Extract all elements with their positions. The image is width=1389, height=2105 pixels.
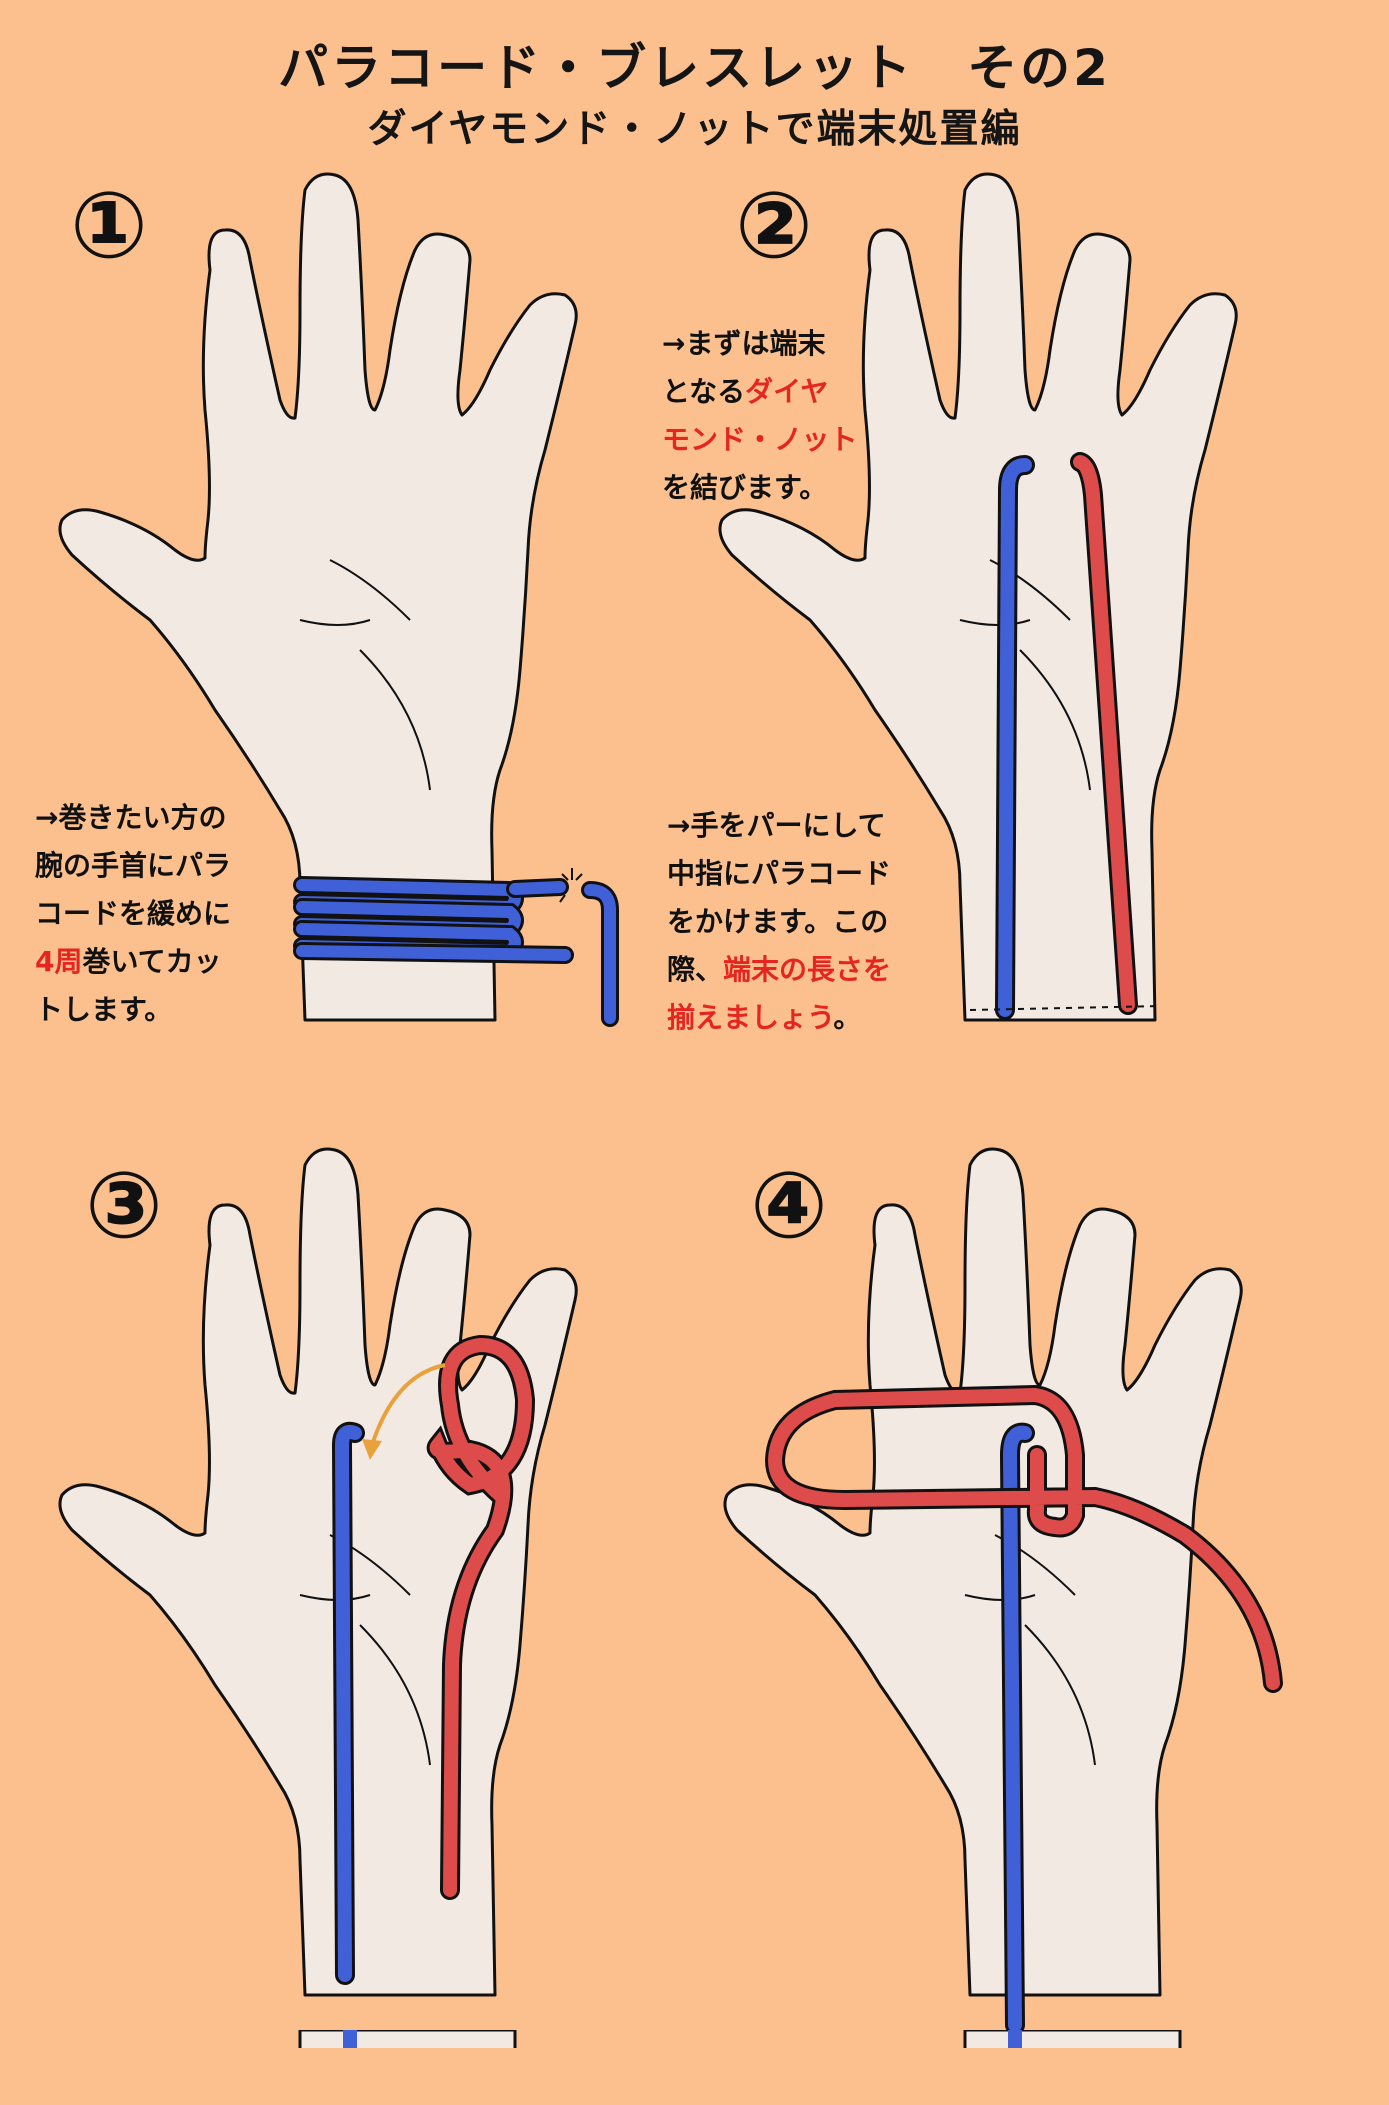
page-subtitle: ダイヤモンド・ノットで端末処置編: [367, 107, 1022, 152]
note-line: を結びます。: [662, 464, 857, 512]
note-line: →手をパーにして: [667, 802, 891, 850]
note-text: コードを緩めに: [35, 897, 232, 930]
note-line: 際、端末の長さを: [667, 946, 891, 994]
arrow-icon: [370, 1363, 446, 1446]
palm-crease: [1019, 649, 1091, 791]
hand-illustration: [723, 1147, 1243, 1997]
cord-strands: [331, 1334, 536, 1985]
note-line: 4周巻いてカッ: [35, 938, 231, 986]
note-line: となるダイヤ: [662, 368, 857, 416]
cord-wraps: [293, 868, 619, 1027]
step-1-panel: ① →巻きたい方の腕の手首にパラコードを緩めに 4周巻いてカットします。: [0, 150, 694, 1130]
note-text: を結びます。: [662, 471, 828, 504]
note-text: 中指にパラコード: [667, 857, 892, 890]
palm-crease: [359, 649, 431, 791]
palm-crease: [359, 1624, 431, 1766]
step-3-panel: ③: [0, 1125, 694, 2105]
highlight-text: 端末の長さを: [723, 953, 892, 986]
highlight-text: ダイヤ: [745, 375, 829, 408]
next-step-preview: [298, 2030, 1182, 2048]
hand-outline: [58, 172, 578, 1022]
page-title: パラコード・ブレスレット その2: [278, 39, 1111, 97]
highlight-text: 4周: [35, 945, 83, 978]
palm-crease: [299, 619, 371, 626]
highlight-text: モンド・ノット: [662, 423, 858, 456]
cut-mark-icon: [559, 868, 583, 903]
step-number: ①: [70, 172, 148, 279]
cord-strands: [764, 1384, 1283, 2035]
note-line: をかけます。この: [667, 898, 891, 946]
note-text: となる: [662, 375, 746, 408]
cord-strands: [969, 452, 1161, 1020]
step-4-panel: ④: [665, 1125, 1359, 2105]
step-number: ④: [750, 1152, 828, 1259]
note-line: 揃えましょう。: [667, 994, 891, 1042]
note-line: →まずは端末: [662, 320, 857, 368]
step-1-note: →巻きたい方の腕の手首にパラコードを緩めに 4周巻いてカットします。: [35, 794, 231, 1034]
note-line: 中指にパラコード: [667, 850, 891, 898]
hand-outline: [723, 1147, 1243, 1997]
note-line: コードを緩めに: [35, 890, 231, 938]
note-text: 際、: [667, 953, 724, 986]
highlight-text: 揃えましょう: [667, 1001, 834, 1034]
step-2-note-bottom: →手をパーにして中指にパラコードをかけます。この際、端末の長さを揃えましょう。: [667, 802, 891, 1042]
step-2-panel: ② →まずは端末となるダイヤモンド・ノットを結びます。 →手をパーにして中指にパ…: [660, 150, 1354, 1130]
note-line: →巻きたい方の: [35, 794, 231, 842]
step-2-note-top: →まずは端末となるダイヤモンド・ノットを結びます。: [662, 320, 857, 512]
arrow-head-icon: [362, 1439, 382, 1460]
note-text: をかけます。この: [667, 905, 889, 938]
note-text: トします。: [35, 993, 173, 1026]
note-text: 腕の手首にパラ: [35, 849, 232, 882]
note-line: 腕の手首にパラ: [35, 842, 231, 890]
note-line: トします。: [35, 986, 231, 1034]
note-text: 。: [833, 1001, 862, 1034]
note-text: 巻いてカッ: [82, 945, 222, 978]
hand-illustration: [58, 172, 578, 1022]
note-line: モンド・ノット: [662, 416, 857, 464]
palm-crease: [1024, 1624, 1096, 1766]
note-text: →まずは端末: [662, 327, 826, 360]
step-number: ③: [85, 1152, 163, 1259]
step-number: ②: [735, 172, 813, 279]
palm-crease: [329, 559, 411, 621]
note-text: →手をパーにして: [667, 809, 886, 842]
note-text: →巻きたい方の: [35, 801, 227, 834]
